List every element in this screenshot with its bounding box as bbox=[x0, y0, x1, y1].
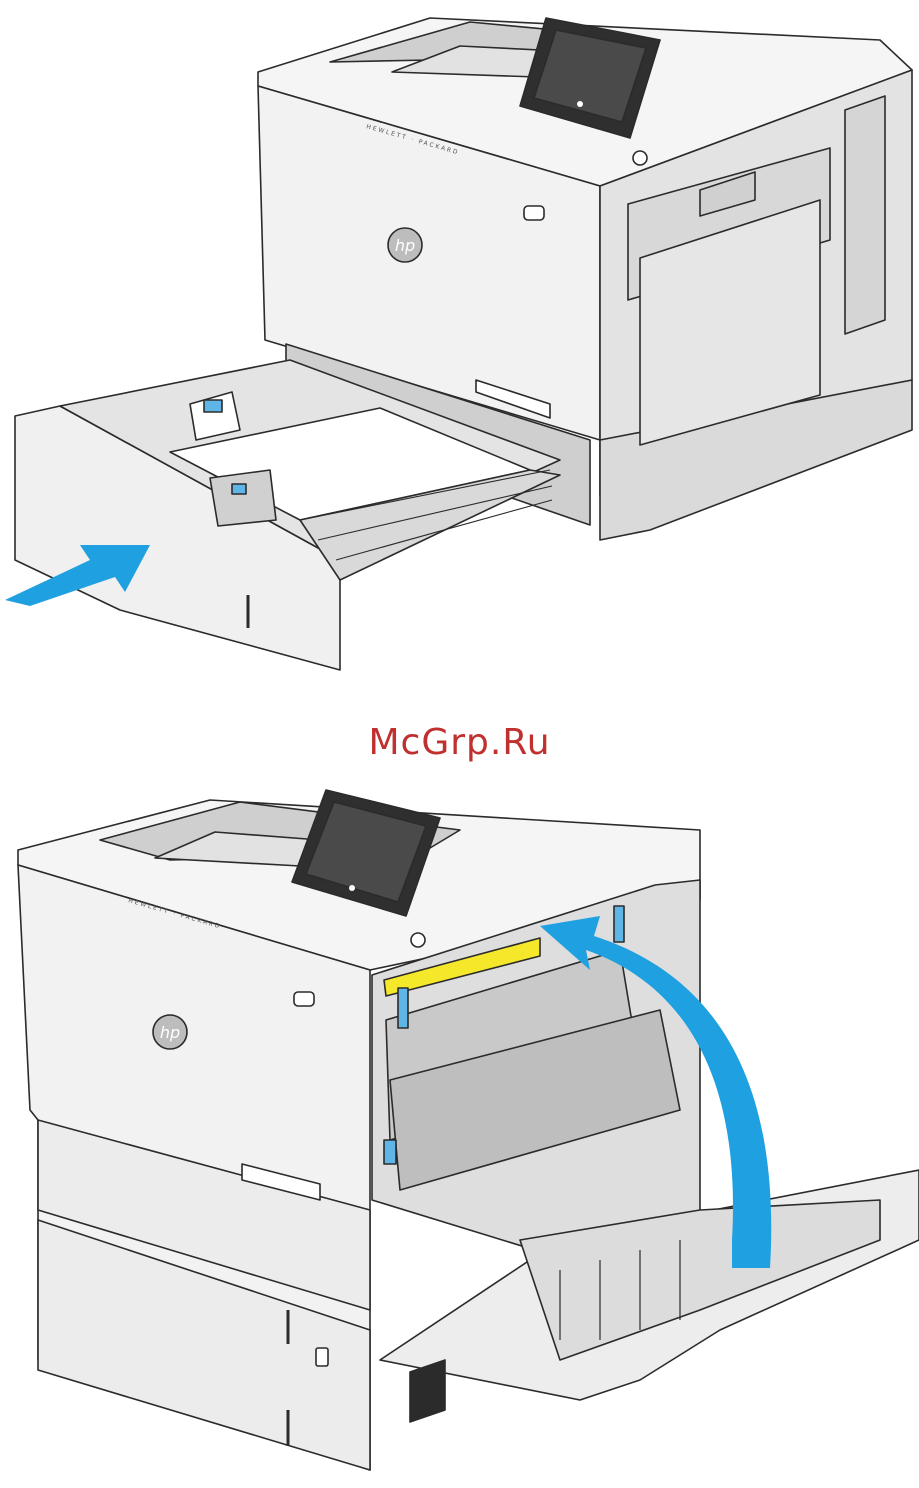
right-door-close-illustration: hp HEWLETT · PACKARD bbox=[0, 770, 919, 1488]
power-button[interactable] bbox=[294, 992, 314, 1006]
svg-text:hp: hp bbox=[395, 236, 415, 255]
hp-logo: hp bbox=[153, 1015, 187, 1049]
lock-icon bbox=[316, 1348, 328, 1366]
power-button[interactable] bbox=[524, 206, 544, 220]
watermark-text: McGrp.Ru bbox=[0, 722, 919, 763]
svg-text:hp: hp bbox=[160, 1023, 180, 1042]
paper-guide-front bbox=[210, 470, 276, 526]
home-icon bbox=[349, 885, 355, 891]
tray-insert-illustration: hp HEWLETT · PACKARD bbox=[0, 0, 919, 700]
home-icon bbox=[577, 101, 583, 107]
guide-release-blue bbox=[204, 400, 222, 412]
hp-logo: hp bbox=[388, 228, 422, 262]
fuser-lever-left[interactable] bbox=[398, 988, 408, 1028]
usb-port-icon bbox=[411, 933, 425, 947]
fuser-lever-right[interactable] bbox=[614, 906, 624, 942]
usb-port-icon bbox=[633, 151, 647, 165]
